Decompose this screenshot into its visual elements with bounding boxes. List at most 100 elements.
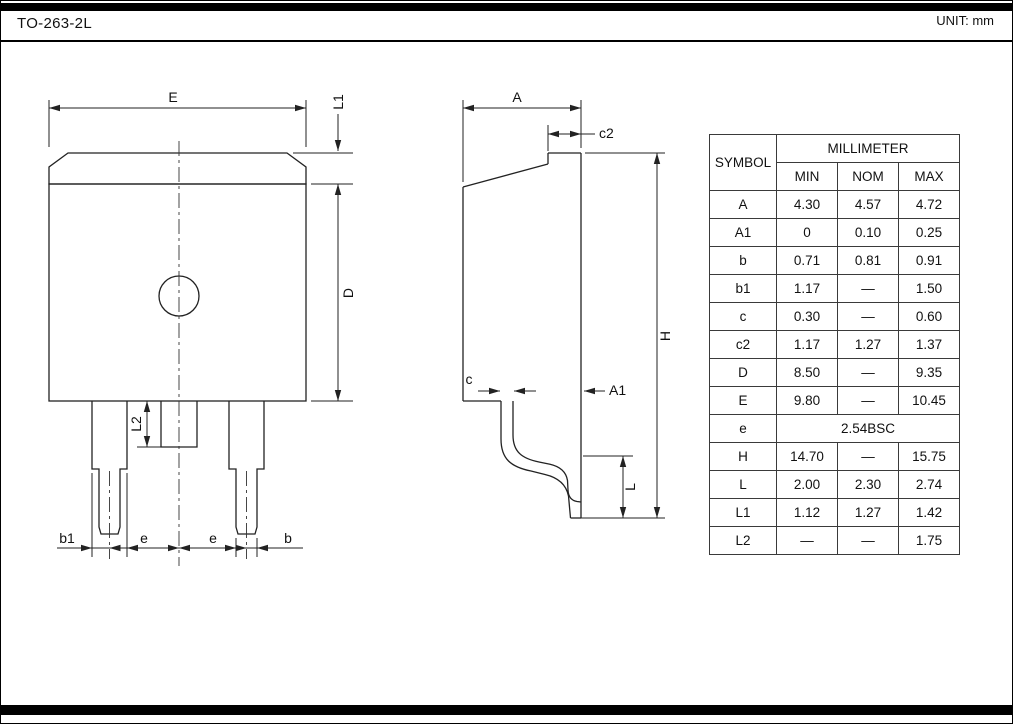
cell-symbol: L [709,470,777,499]
cell-nom: — [837,274,899,303]
dimension-D: D [311,183,356,402]
front-body-outline [48,152,307,402]
dim-label-L1: L1 [330,94,346,110]
front-center-lines [109,141,247,566]
cell-symbol: c [709,302,777,331]
table-row-c: c 0.30 — 0.60 [709,302,960,331]
table-header-symbol: SYMBOL [709,134,777,191]
table-row-b1: b1 1.17 — 1.50 [709,274,960,303]
table-row-L1: L1 1.12 1.27 1.42 [709,498,960,527]
table-row-A: A 4.30 4.57 4.72 [709,190,960,219]
dim-label-H: H [657,331,673,341]
cell-min: — [776,526,838,555]
dimension-A: A [462,89,582,182]
table-header-millimeter: MILLIMETER [776,134,960,163]
cell-symbol: E [709,386,777,415]
table-header-max: MAX [898,162,960,191]
table-row-L: L 2.00 2.30 2.74 [709,470,960,499]
table-row-b: b 0.71 0.81 0.91 [709,246,960,275]
cell-nom: — [837,442,899,471]
table-row-L2: L2 — — 1.75 [709,526,960,555]
cell-max: 0.91 [898,246,960,275]
lead-right [228,401,265,535]
cell-max: 2.74 [898,470,960,499]
dimension-E: E [48,89,307,147]
cell-max: 1.37 [898,330,960,359]
cell-min: 0 [776,218,838,247]
dim-label-b1: b1 [59,530,75,546]
cell-symbol: e [709,414,777,443]
dim-label-E: E [168,89,177,105]
cell-symbol: A [709,190,777,219]
cell-max: 9.35 [898,358,960,387]
cell-symbol: b1 [709,274,777,303]
dim-label-e-left: e [140,530,148,546]
dimension-L1: L1 [293,94,353,154]
cell-min: 9.80 [776,386,838,415]
side-lead-inner [512,401,582,503]
side-body-outline [462,152,582,519]
table-header-row-1: SYMBOL MILLIMETER [709,134,960,191]
dimension-bottom-chain: b1 e e b [57,473,303,557]
cell-max: 1.75 [898,526,960,555]
dim-label-L: L [622,483,638,491]
dimension-H: H [575,152,673,519]
table-header-min: MIN [776,162,838,191]
cell-symbol: b [709,246,777,275]
cell-nom: — [837,526,899,555]
table-row-D: D 8.50 — 9.35 [709,358,960,387]
cell-symbol: H [709,442,777,471]
cell-max: 1.50 [898,274,960,303]
package-title: TO-263-2L [17,15,92,32]
dim-label-c2: c2 [599,125,614,141]
side-lead-outer [500,401,572,519]
unit-label: UNIT: mm [936,13,994,28]
cell-symbol: D [709,358,777,387]
cell-min: 4.30 [776,190,838,219]
cell-nom: — [837,358,899,387]
dimension-c2: c2 [547,125,614,151]
cell-nom: 0.10 [837,218,899,247]
dimension-table: SYMBOL MILLIMETER MIN NOM MAX A 4.30 4.5… [709,134,960,555]
cell-nom: — [837,302,899,331]
cell-nom: 0.81 [837,246,899,275]
table-row-A1: A1 0 0.10 0.25 [709,218,960,247]
cell-max: 4.72 [898,190,960,219]
cell-min: 0.71 [776,246,838,275]
cell-max: 15.75 [898,442,960,471]
dimension-c: c [466,371,536,395]
cell-max: 1.42 [898,498,960,527]
dim-label-A1: A1 [609,382,626,398]
cell-min: 0.30 [776,302,838,331]
cell-min: 8.50 [776,358,838,387]
dimension-L2: L2 [128,401,163,448]
dim-label-D: D [340,288,356,298]
cell-nom: 4.57 [837,190,899,219]
cell-span-value: 2.54BSC [776,414,960,443]
front-leads [91,401,265,535]
front-view: E L1 D L2 [48,89,356,566]
cell-min: 1.17 [776,330,838,359]
cell-nom: 1.27 [837,330,899,359]
table-row-H: H 14.70 — 15.75 [709,442,960,471]
cell-symbol: A1 [709,218,777,247]
top-black-bar [1,3,1012,11]
dim-label-b: b [284,530,292,546]
cell-min: 1.17 [776,274,838,303]
dim-label-e-right: e [209,530,217,546]
cell-symbol: L2 [709,526,777,555]
dimension-L: L [583,455,638,518]
side-view: A c2 c A1 [462,89,673,519]
cell-min: 1.12 [776,498,838,527]
cell-max: 0.25 [898,218,960,247]
cell-min: 2.00 [776,470,838,499]
cell-nom: 2.30 [837,470,899,499]
table-row-e: e 2.54BSC [709,414,960,443]
cell-nom: — [837,386,899,415]
lead-left [91,401,128,535]
dim-label-c: c [466,371,473,387]
bottom-black-bar [1,705,1012,715]
dimension-A1: A1 [584,382,626,398]
